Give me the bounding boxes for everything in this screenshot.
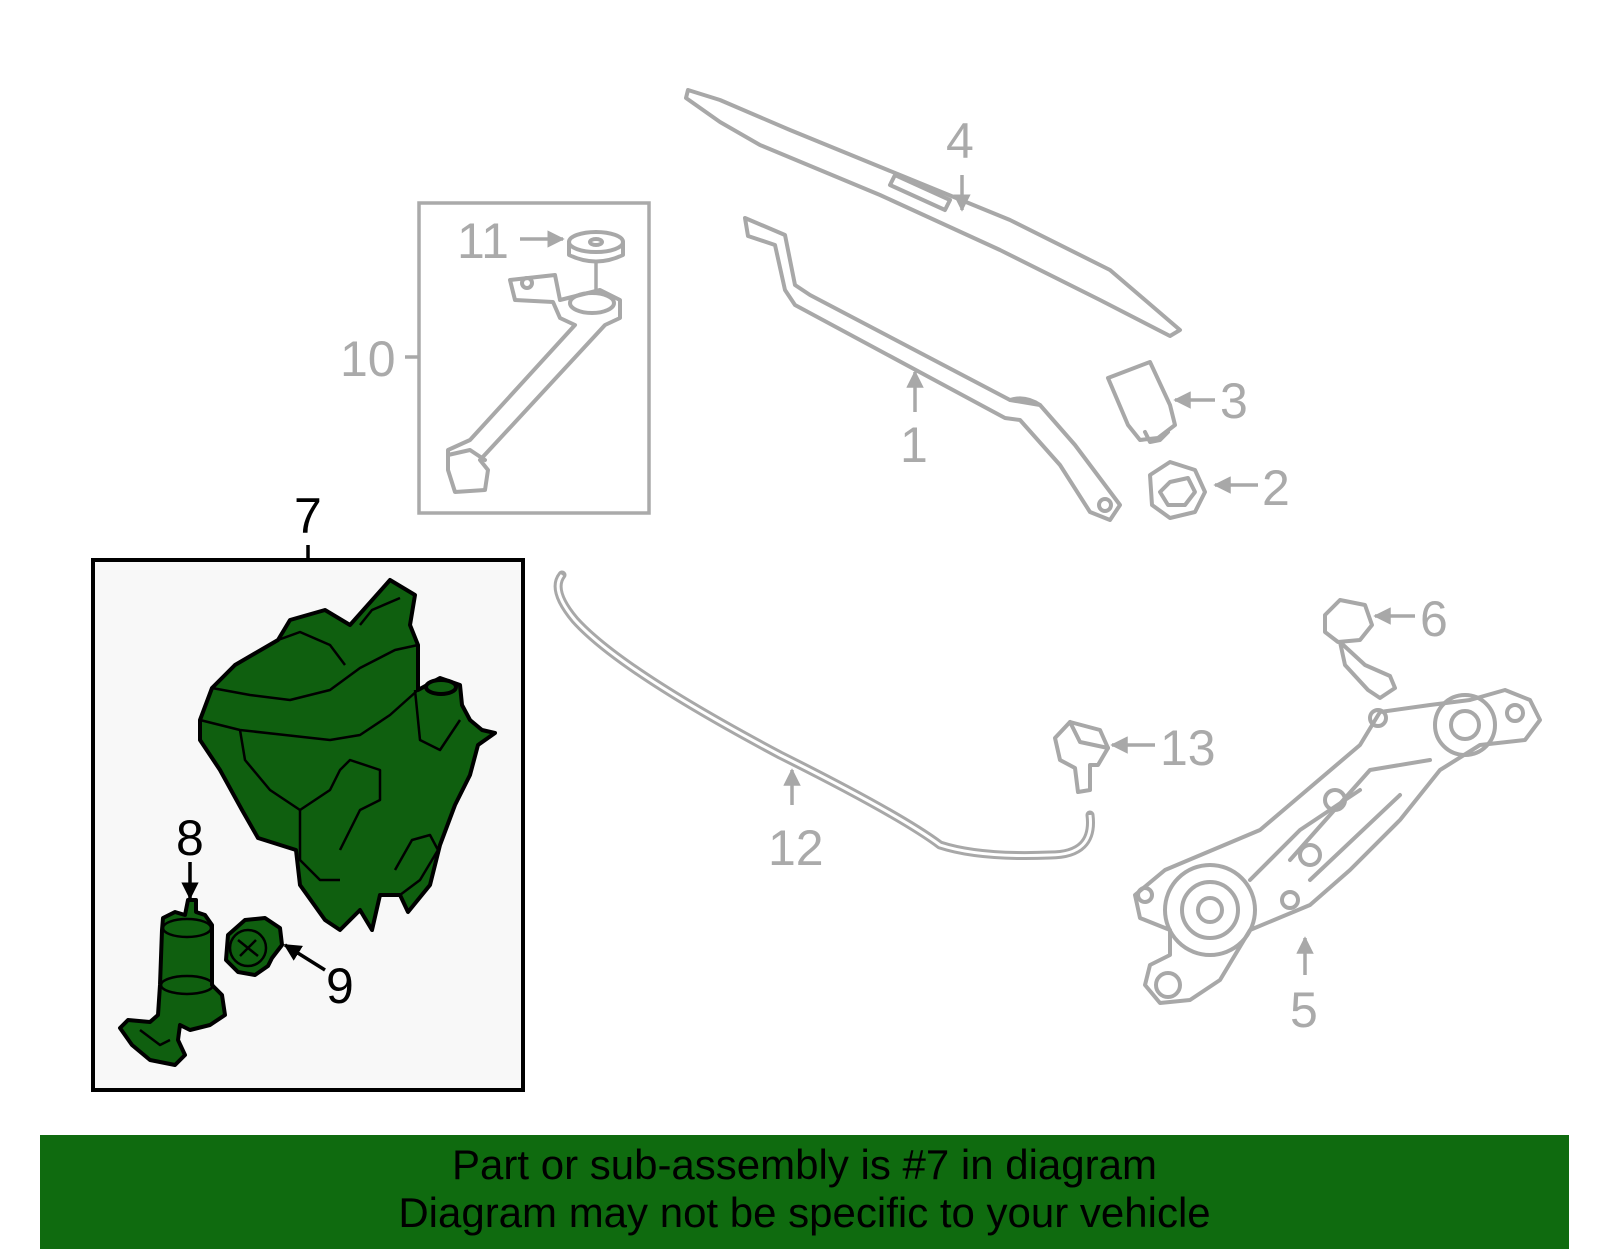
parts-diagram: 4 1 3 2 10 11 — [91, 88, 1542, 1092]
motor-linkage-part-5: 5 — [1133, 688, 1542, 1038]
banner-line-2: Diagram may not be specific to your vehi… — [398, 1189, 1211, 1236]
nozzle-part-13: 13 — [1053, 720, 1216, 794]
cap-part-3: 3 — [1106, 360, 1248, 444]
callout-7: 7 — [294, 488, 322, 544]
info-banner: Part or sub-assembly is #7 in diagram Di… — [40, 1135, 1569, 1249]
banner-line-1: Part or sub-assembly is #7 in diagram — [452, 1141, 1157, 1188]
callout-5: 5 — [1290, 982, 1318, 1038]
callout-8: 8 — [176, 810, 204, 866]
wiper-arm-part-1: 1 — [743, 216, 1122, 522]
bolt-part-6: 6 — [1323, 591, 1448, 700]
washer-pump-shape — [118, 898, 227, 1067]
wiper-blade-part-4: 4 — [684, 88, 1182, 338]
reservoir-assembly-part-7: 7 8 9 — [91, 488, 525, 1092]
arm-assembly-part-10: 10 11 — [340, 201, 651, 515]
callout-12: 12 — [768, 820, 824, 876]
callout-9: 9 — [326, 958, 354, 1014]
hose-part-12: 12 — [553, 570, 1095, 876]
callout-4: 4 — [946, 113, 974, 169]
washer-reservoir-shape — [198, 578, 497, 932]
callout-10: 10 — [340, 331, 396, 387]
nut-part-2: 2 — [1148, 460, 1290, 520]
callout-13: 13 — [1160, 720, 1216, 776]
callout-1: 1 — [900, 417, 928, 473]
callout-6: 6 — [1420, 591, 1448, 647]
callout-2: 2 — [1262, 460, 1290, 516]
callout-3: 3 — [1220, 373, 1248, 429]
callout-11: 11 — [457, 213, 509, 269]
